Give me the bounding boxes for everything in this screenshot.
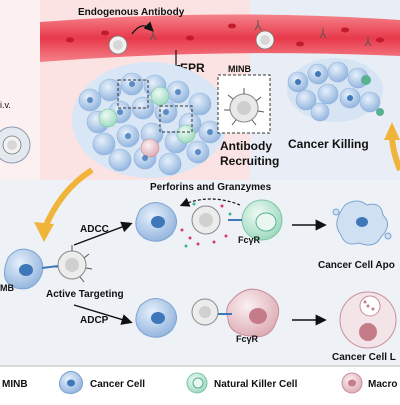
legend-macrophage-icon [342,373,362,393]
legend-item-nk-cell: Natural Killer Cell [214,379,298,390]
legend-item-minb: MINB [2,379,28,390]
antibody-recruiting-label-2: Recruiting [220,154,279,168]
minb-top-label: MINB [228,64,251,74]
cancer-killing-label: Cancer Killing [288,137,369,151]
perforins-label: Perforins and Granzymes [150,182,272,193]
minb-in-vessel [109,36,127,54]
adcp-label: ADCP [80,315,109,326]
fcyr-top-label: FcγR [238,235,261,245]
adcc-minb [192,206,220,234]
active-targeting-label: Active Targeting [46,289,124,300]
cancer-cell-lysis-label: Cancer Cell L [332,352,396,363]
endogenous-antibody-label: Endogenous Antibody [78,7,185,18]
nk-cell [242,200,282,240]
iv-label: i.v. [0,100,11,110]
cancer-cell-apoptosis-label: Cancer Cell Apo [318,260,395,271]
legend: MINB Cancer Cell Natural Killer Cell Mac… [0,371,397,393]
tumor-cluster [72,62,228,178]
iv-minb [3,136,21,154]
adcc-label: ADCC [80,224,109,235]
fcyr-bottom-label: FcγR [236,334,259,344]
legend-nk-cell-icon [187,373,207,393]
adcp-cancer-cell [136,298,177,337]
legend-cancer-cell-icon [59,371,82,393]
adcc-cancer-cell [136,202,177,241]
lysis-cell [340,292,396,348]
antibody-recruiting-label-1: Antibody [220,139,272,153]
adcp-minb [192,299,218,325]
legend-item-macrophage: Macro [368,379,397,390]
minb-left-label: MB [0,283,14,293]
minb-in-vessel-2 [256,31,274,49]
legend-item-cancer-cell: Cancer Cell [90,379,145,390]
